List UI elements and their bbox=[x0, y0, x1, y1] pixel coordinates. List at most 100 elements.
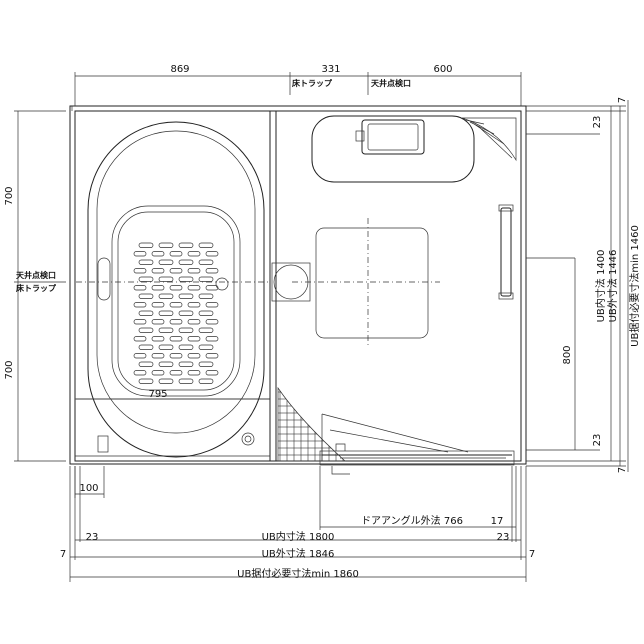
tub-floor-pill bbox=[169, 319, 183, 325]
tub-floor-pill bbox=[178, 378, 194, 384]
floor-drain bbox=[271, 262, 311, 302]
tub-floor-pill bbox=[205, 370, 219, 376]
tub-floor-pill bbox=[178, 361, 194, 367]
tub-floor-pill bbox=[169, 353, 183, 359]
bottom-right-gap: 23 bbox=[497, 532, 510, 543]
tub-floor-pill bbox=[178, 310, 194, 316]
door-swing bbox=[321, 413, 512, 461]
right-gap-top: 23 bbox=[592, 116, 603, 129]
tub-floor-pill bbox=[198, 310, 214, 316]
tub-floor-pill bbox=[198, 242, 214, 248]
tub-floor-pill bbox=[138, 378, 154, 384]
tub-floor-pill bbox=[138, 310, 154, 316]
bottom-dimension-lines bbox=[69, 466, 527, 582]
top-label-floor-trap: 床トラップ bbox=[292, 78, 333, 88]
right-label-outer: UB外寸法 1446 bbox=[606, 250, 619, 323]
tub-floor-pill bbox=[187, 268, 201, 274]
tub-floor-pill bbox=[205, 251, 219, 257]
tub-floor-pill bbox=[205, 353, 219, 359]
tub-floor-pill bbox=[187, 302, 201, 308]
right-dim-door-height: 800 bbox=[562, 345, 573, 364]
tub-floor-pill bbox=[138, 293, 154, 299]
tub-floor-pill bbox=[138, 327, 154, 333]
left-dimension-lines bbox=[14, 110, 66, 462]
top-dim-600: 600 bbox=[433, 64, 452, 75]
tub-floor-pill bbox=[187, 336, 201, 342]
tub-floor-pill bbox=[178, 327, 194, 333]
right-seven-top: 7 bbox=[617, 97, 628, 103]
top-dim-869: 869 bbox=[170, 64, 189, 75]
tub-floor-pill bbox=[138, 242, 154, 248]
tub-floor-pill bbox=[133, 370, 147, 376]
top-dimension-lines bbox=[71, 72, 522, 111]
tub-floor-pill bbox=[198, 259, 214, 265]
door-angle-gap: 17 bbox=[491, 516, 504, 527]
top-dim-331: 331 bbox=[321, 64, 340, 75]
top-label-ceiling-access: 天井点検口 bbox=[371, 78, 411, 88]
right-dimension-lines bbox=[526, 100, 629, 472]
tub-floor-pill bbox=[151, 251, 165, 257]
tub-floor-pill bbox=[133, 251, 147, 257]
tub-floor-pill bbox=[205, 319, 219, 325]
tub-floor-pill bbox=[205, 285, 219, 291]
tub-floor-pill bbox=[158, 276, 174, 282]
tub-floor-pill bbox=[151, 268, 165, 274]
tub-floor-pill bbox=[198, 293, 214, 299]
tub-floor-pill bbox=[133, 268, 147, 274]
tub-floor-pill bbox=[151, 319, 165, 325]
tub-width-dim: 795 bbox=[148, 389, 167, 400]
left-label-floor-trap: 床トラップ bbox=[16, 283, 57, 293]
tub-floor-pill bbox=[187, 370, 201, 376]
tub-floor-pill bbox=[198, 276, 214, 282]
right-label-required: UB据付必要寸法min 1460 bbox=[628, 225, 641, 347]
tub-floor-pill bbox=[178, 344, 194, 350]
door-frame bbox=[319, 443, 515, 475]
tub-floor-pill bbox=[178, 259, 194, 265]
tub-floor-pill bbox=[158, 361, 174, 367]
tub-floor-pill bbox=[169, 268, 183, 274]
tub-floor-pill bbox=[198, 378, 214, 384]
unit-walls bbox=[69, 105, 527, 465]
bottom-inner: UB内寸法 1800 bbox=[262, 530, 335, 543]
door-angle-dim: ドアアングル外法 766 bbox=[361, 514, 463, 527]
tub-floor-pill bbox=[133, 336, 147, 342]
tub-floor-pill bbox=[187, 285, 201, 291]
tub-handle bbox=[97, 257, 111, 301]
tub-floor-pill bbox=[138, 344, 154, 350]
bottom-right-seven: 7 bbox=[529, 549, 535, 560]
left-label-ceiling-access: 天井点検口 bbox=[16, 270, 56, 280]
tub-floor-pill bbox=[169, 302, 183, 308]
tub-floor-pill bbox=[178, 276, 194, 282]
tub-floor-pill bbox=[158, 378, 174, 384]
tub-floor-pill bbox=[178, 242, 194, 248]
tub-floor-pill bbox=[158, 259, 174, 265]
shelf-counter bbox=[311, 115, 475, 183]
tub-floor-pill bbox=[178, 293, 194, 299]
overflow-fitting bbox=[241, 432, 255, 446]
tub-floor-pill bbox=[151, 353, 165, 359]
tub-floor-pill bbox=[133, 302, 147, 308]
shower-corner bbox=[461, 117, 517, 162]
tile-corner bbox=[277, 386, 346, 462]
right-seven-bottom: 7 bbox=[617, 467, 628, 473]
right-gap-bottom: 23 bbox=[592, 434, 603, 447]
bottom-left-gap: 23 bbox=[86, 532, 99, 543]
right-label-inner: UB内寸法 1400 bbox=[594, 250, 607, 323]
tub-floor-pill bbox=[198, 327, 214, 333]
tub-floor-pill bbox=[169, 370, 183, 376]
small-dim-100: 100 bbox=[79, 483, 98, 494]
tub-floor-pill bbox=[158, 344, 174, 350]
tub-floor-pill bbox=[158, 327, 174, 333]
tub-floor-pill bbox=[205, 302, 219, 308]
tub-floor-pill bbox=[133, 319, 147, 325]
tub-floor-pill bbox=[198, 344, 214, 350]
left-dim-upper: 700 bbox=[4, 186, 15, 205]
bottom-outer: UB外寸法 1846 bbox=[262, 547, 335, 560]
tub-floor-pill bbox=[187, 353, 201, 359]
tub-floor-pill bbox=[169, 285, 183, 291]
tub-drain bbox=[215, 277, 229, 291]
tub-floor-pill bbox=[138, 276, 154, 282]
bottom-required: UB据付必要寸法min 1860 bbox=[237, 567, 359, 580]
